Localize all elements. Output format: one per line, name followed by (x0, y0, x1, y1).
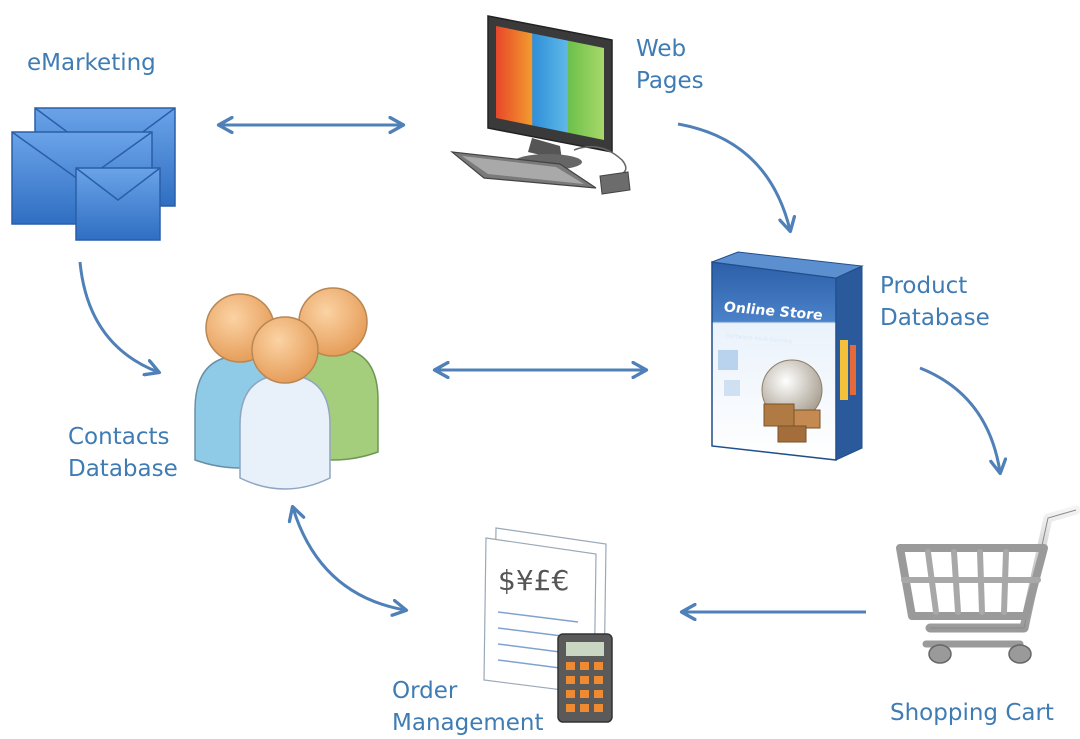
web-pages-label-line1: Web (636, 36, 687, 62)
emarketing-label: eMarketing (27, 47, 156, 79)
shopping-cart-label: Shopping Cart (890, 697, 1054, 729)
order-management-label: Order Management (392, 675, 544, 739)
shopping-cart-icon (896, 505, 1080, 664)
contacts-database-label-line2: Database (68, 456, 178, 482)
envelope-icon (11, 107, 176, 241)
shopping-cart-label-text: Shopping Cart (890, 700, 1054, 726)
product-database-label-line2: Database (880, 305, 990, 331)
people-icon (194, 287, 379, 490)
product-database-label-line1: Product (880, 273, 968, 299)
emarketing-label-text: eMarketing (27, 50, 156, 76)
product-database-label: Product Database (880, 270, 990, 334)
calculator-icon (557, 633, 613, 723)
arrow-product-cart (919, 366, 1000, 472)
order-management-label-line2: Management (392, 710, 544, 736)
computer-icon (450, 15, 631, 195)
product-box-icon: Online Store Software-As-A-Service (711, 251, 864, 461)
order-management-label-line1: Order (392, 678, 458, 704)
contacts-database-label-line1: Contacts (68, 424, 170, 450)
arrow-emarketing-contacts (78, 261, 158, 372)
arrow-web-product (677, 122, 790, 230)
web-pages-label: Web Pages (636, 33, 704, 97)
arrow-order-contacts (293, 508, 405, 610)
currency-symbols: $¥£€ (498, 564, 569, 597)
web-pages-label-line2: Pages (636, 68, 704, 94)
contacts-database-label: Contacts Database (68, 421, 178, 485)
